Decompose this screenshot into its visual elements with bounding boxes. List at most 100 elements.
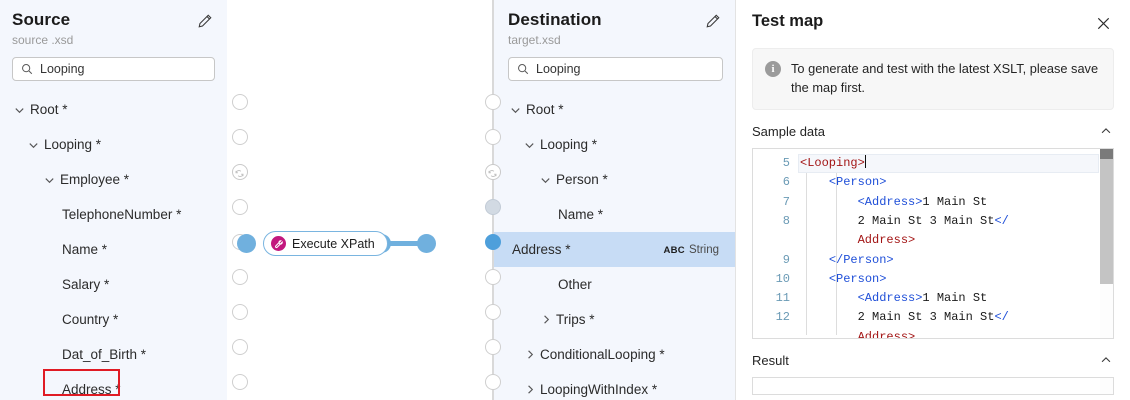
connector-handle-destination-2[interactable]	[485, 164, 501, 180]
code-line-1[interactable]: <Person>	[800, 173, 1099, 192]
destination-title: Destination	[508, 10, 602, 29]
code-segment	[800, 291, 858, 305]
connector-handle-source-0[interactable]	[232, 94, 248, 110]
code-line-6[interactable]: <Person>	[800, 270, 1099, 289]
loop-icon	[234, 166, 245, 184]
chevron-down-icon[interactable]	[26, 138, 40, 152]
tree-node-destination-0[interactable]: Root *	[508, 92, 723, 127]
code-segment: 2 Main St 3 Main St	[857, 310, 995, 325]
connector-handle-source-8[interactable]	[232, 374, 248, 390]
code-segment	[800, 330, 858, 338]
connector-handle-destination-4[interactable]	[485, 234, 501, 250]
indent-guide-1	[806, 154, 807, 336]
destination-search-input[interactable]: Looping	[508, 57, 723, 81]
code-line-2[interactable]: <Address>1 Main St	[800, 193, 1099, 212]
connector-handle-source-6[interactable]	[232, 304, 248, 320]
code-segment: </Person>	[828, 252, 894, 267]
connector-handle-source-5[interactable]	[232, 269, 248, 285]
tree-node-destination-8[interactable]: LoopingWithIndex *	[508, 372, 723, 400]
connector-handle-source-2[interactable]	[232, 164, 248, 180]
sample-data-editor[interactable]: 5678910111213 <Looping> <Person> <Addres…	[752, 148, 1114, 340]
close-icon[interactable]	[1092, 12, 1114, 34]
tree-node-source-2[interactable]: Employee *	[12, 162, 215, 197]
tree-node-destination-2[interactable]: Person *	[508, 162, 723, 197]
destination-header: Destination target.xsd	[508, 10, 723, 47]
code-line-3[interactable]: 2 Main St 3 Main St</	[800, 212, 1099, 231]
connector-handle-destination-0[interactable]	[485, 94, 501, 110]
chevron-up-icon[interactable]	[1098, 123, 1114, 139]
code-segment	[800, 272, 829, 286]
result-scrollbar[interactable]	[1100, 378, 1113, 395]
sample-data-scrollbar-thumb[interactable]	[1100, 159, 1113, 285]
tree-node-label: Employee *	[60, 171, 130, 187]
chevron-down-icon[interactable]	[42, 173, 56, 187]
tree-node-label: LoopingWithIndex *	[540, 381, 658, 397]
map-canvas[interactable]: Execute XPath	[227, 0, 494, 400]
code-segment	[800, 233, 858, 247]
tree-node-source-7[interactable]: Dat_of_Birth *	[12, 337, 215, 372]
xpath-input-dot[interactable]	[237, 234, 256, 253]
chevron-down-icon[interactable]	[522, 138, 536, 152]
tree-node-destination-1[interactable]: Looping *	[508, 127, 723, 162]
connector-handle-destination-8[interactable]	[485, 374, 501, 390]
tree-node-source-6[interactable]: Country *	[12, 302, 215, 337]
tree-node-label: Other	[558, 276, 592, 292]
connector-handle-source-3[interactable]	[232, 199, 248, 215]
chevron-up-icon[interactable]	[1098, 352, 1114, 368]
connector-handle-source-7[interactable]	[232, 339, 248, 355]
sample-data-section-header[interactable]: Sample data	[752, 123, 1114, 139]
code-segment: Address>	[857, 329, 916, 340]
result-editor[interactable]	[752, 377, 1114, 396]
sample-data-scrollbar[interactable]	[1100, 149, 1113, 339]
tree-node-source-5[interactable]: Salary *	[12, 267, 215, 302]
connector-handle-destination-6[interactable]	[485, 304, 501, 320]
search-icon	[21, 63, 33, 75]
chevron-down-icon[interactable]	[538, 173, 552, 187]
tree-node-source-8[interactable]: Address *	[12, 372, 215, 400]
code-segment	[800, 175, 829, 189]
tree-node-destination-3[interactable]: Name *	[508, 197, 723, 232]
tree-node-source-1[interactable]: Looping *	[12, 127, 215, 162]
tree-node-label: Salary *	[62, 276, 110, 292]
tree-node-label: Name *	[62, 241, 108, 257]
sample-data-scrollbar-top[interactable]	[1100, 149, 1113, 160]
destination-subtitle: target.xsd	[508, 33, 561, 47]
pencil-icon[interactable]	[195, 11, 215, 31]
tree-node-label: Root *	[526, 101, 564, 117]
execute-xpath-node[interactable]: Execute XPath	[263, 231, 388, 256]
code-line-9[interactable]: Address>	[800, 328, 1099, 340]
tree-node-destination-6[interactable]: Trips *	[508, 302, 723, 337]
chevron-down-icon[interactable]	[12, 103, 26, 117]
tree-node-source-0[interactable]: Root *	[12, 92, 215, 127]
source-search-input[interactable]: Looping	[12, 57, 215, 81]
tree-node-label: Dat_of_Birth *	[62, 346, 147, 362]
code-line-5[interactable]: </Person>	[800, 251, 1099, 270]
result-section-header[interactable]: Result	[752, 352, 1114, 368]
chevron-down-icon[interactable]	[508, 103, 522, 117]
pencil-icon[interactable]	[703, 11, 723, 31]
code-line-4[interactable]: Address>	[800, 231, 1099, 250]
tree-node-source-3[interactable]: TelephoneNumber *	[12, 197, 215, 232]
code-line-8[interactable]: 2 Main St 3 Main St</	[800, 308, 1099, 327]
chevron-right-icon[interactable]	[522, 348, 536, 362]
code-line-7[interactable]: <Address>1 Main St	[800, 289, 1099, 308]
sample-data-code[interactable]: <Looping> <Person> <Address>1 Main St 2 …	[798, 149, 1099, 340]
connector-handle-destination-3[interactable]	[485, 199, 501, 215]
chevron-right-icon[interactable]	[522, 383, 536, 397]
connector-handle-destination-5[interactable]	[485, 269, 501, 285]
test-map-panel: Test map i To generate and test with the…	[735, 0, 1130, 400]
type-name: String	[688, 243, 719, 256]
connector-handle-destination-1[interactable]	[485, 129, 501, 145]
chevron-right-icon[interactable]	[538, 313, 552, 327]
tree-node-source-4[interactable]: Name *	[12, 232, 215, 267]
connector-handle-source-1[interactable]	[232, 129, 248, 145]
connector-handle-destination-7[interactable]	[485, 339, 501, 355]
source-search-value: Looping	[40, 62, 85, 76]
tree-node-destination-7[interactable]: ConditionalLooping *	[508, 337, 723, 372]
destination-link-dot[interactable]	[417, 234, 436, 253]
tree-node-destination-5[interactable]: Other	[508, 267, 723, 302]
code-line-0[interactable]: <Looping>	[798, 154, 1099, 174]
